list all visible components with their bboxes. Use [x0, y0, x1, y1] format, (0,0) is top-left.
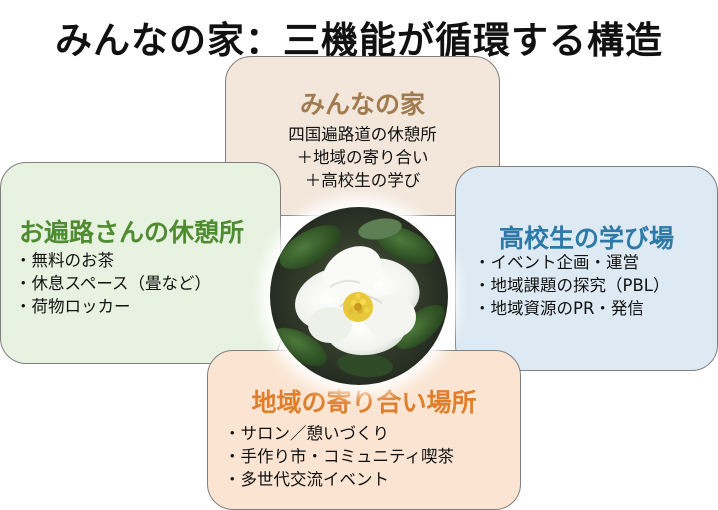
card-henro-rest-area-list: 無料のお茶 休息スペース（畳など） 荷物ロッカー — [15, 249, 212, 318]
camellia-flower-image — [270, 207, 448, 385]
card-community-gathering-list: サロン／憩いづくり 手作り市・コミュニティ喫茶 多世代交流イベント — [224, 422, 455, 491]
card-minna-no-ie-title: みんなの家 — [299, 90, 425, 119]
camellia-flower-icon — [270, 207, 448, 385]
list-item: 地域課題の探究（PBL） — [474, 274, 670, 297]
card-student-learning-list: イベント企画・運営 地域課題の探究（PBL） 地域資源のPR・発信 — [474, 251, 670, 320]
list-item: 休息スペース（畳など） — [15, 272, 212, 295]
description-line: ＋地域の寄り合い — [296, 148, 429, 167]
list-item: サロン／憩いづくり — [224, 422, 454, 445]
card-minna-no-ie: みんなの家 四国遍路道の休憩所 ＋地域の寄り合い ＋高校生の学び — [225, 56, 500, 216]
card-minna-no-ie-description: 四国遍路道の休憩所 ＋地域の寄り合い ＋高校生の学び — [226, 123, 499, 192]
list-item: 無料のお茶 — [15, 249, 211, 272]
list-item: イベント企画・運営 — [474, 251, 669, 274]
description-line: ＋高校生の学び — [304, 171, 421, 190]
card-student-learning-title: 高校生の学び場 — [498, 224, 674, 253]
list-item: 荷物ロッカー — [15, 295, 211, 318]
description-line: 四国遍路道の休憩所 — [288, 125, 437, 144]
card-henro-rest-area-title: お遍路さんの休憩所 — [19, 218, 245, 247]
card-community-gathering-title: 地域の寄り合い場所 — [251, 388, 477, 417]
list-item: 地域資源のPR・発信 — [474, 297, 669, 320]
list-item: 多世代交流イベント — [224, 468, 454, 491]
card-student-learning: 高校生の学び場 イベント企画・運営 地域課題の探究（PBL） 地域資源のPR・発… — [455, 166, 718, 371]
list-item: 手作り市・コミュニティ喫茶 — [224, 445, 455, 468]
card-henro-rest-area: お遍路さんの休憩所 無料のお茶 休息スペース（畳など） 荷物ロッカー — [0, 162, 281, 364]
slide-title: みんなの家：三機能が循環する構造 — [55, 19, 663, 62]
